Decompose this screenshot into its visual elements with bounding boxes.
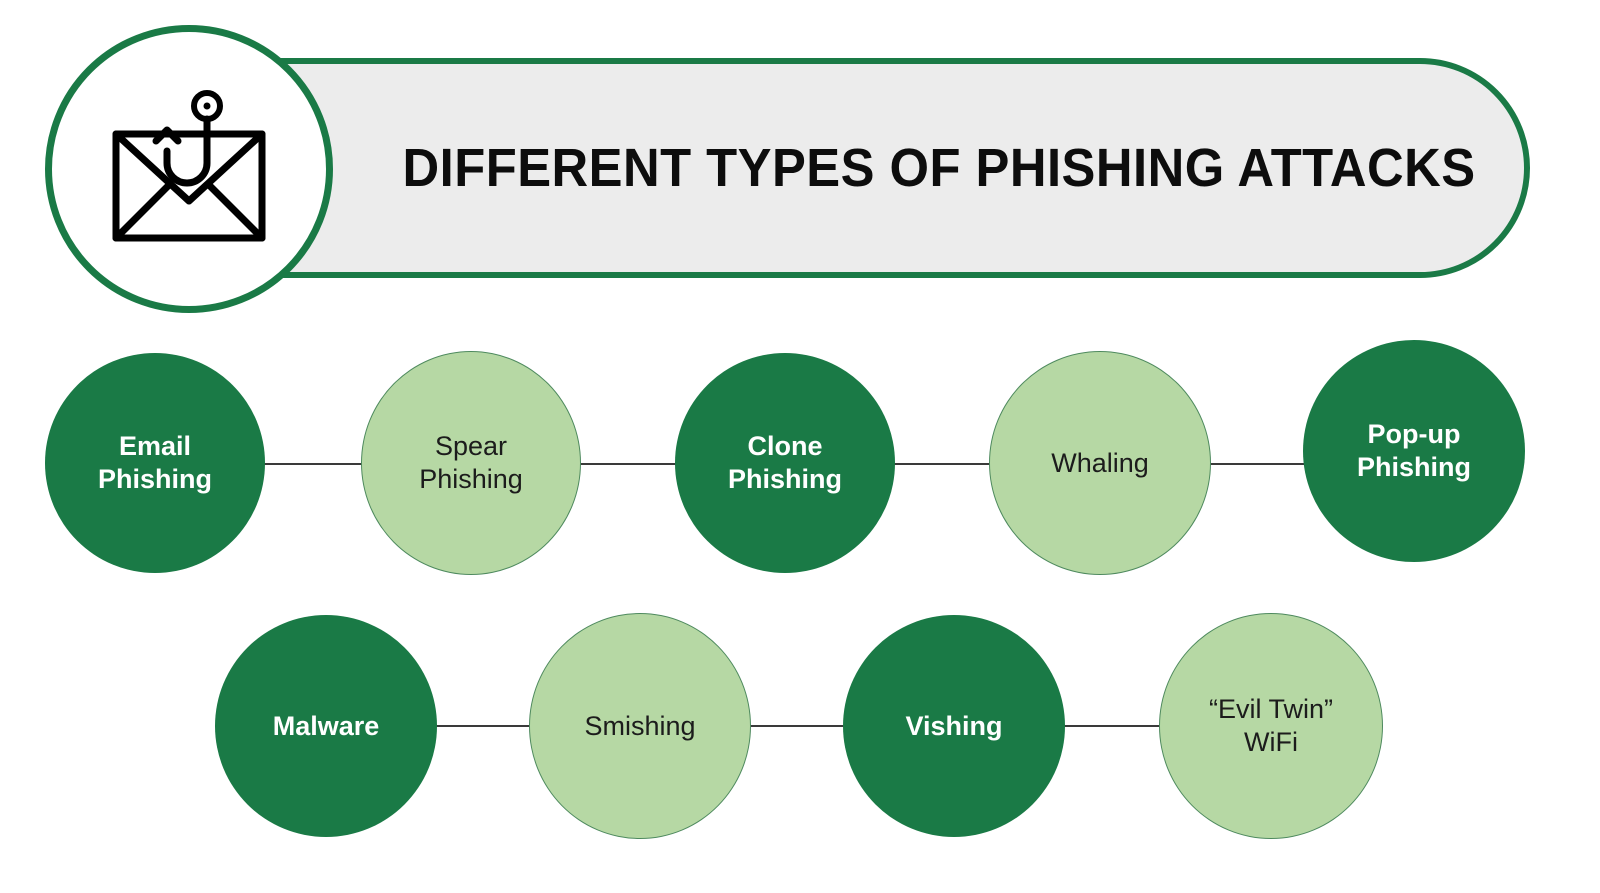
- node-whaling[interactable]: Whaling: [989, 351, 1211, 575]
- envelope-fishing-hook-icon: [104, 89, 274, 249]
- node-label-line1: “Evil Twin”: [1208, 694, 1334, 725]
- node-evil-twin-wifi[interactable]: “Evil Twin” WiFi: [1159, 613, 1383, 839]
- node-label-line2: WiFi: [1244, 727, 1298, 757]
- connector-row2-3: [1058, 725, 1168, 727]
- connector-row1-2: [572, 463, 682, 465]
- node-label-line2: Phishing: [1357, 452, 1471, 482]
- node-label-line1: Pop-up: [1367, 419, 1461, 450]
- connector-row2-2: [744, 725, 852, 727]
- node-label-line1: Whaling: [1051, 447, 1149, 478]
- node-label-line1: Malware: [272, 710, 380, 741]
- node-label-line1: Spear: [434, 431, 508, 462]
- node-label-line2: Phishing: [728, 464, 842, 494]
- connector-row1-4: [1200, 463, 1312, 465]
- node-clone-phishing[interactable]: Clone Phishing: [675, 353, 895, 573]
- node-label-line2: Phishing: [98, 464, 212, 494]
- node-label-line2: Phishing: [419, 464, 523, 494]
- connector-row1-1: [258, 463, 370, 465]
- node-spear-phishing[interactable]: Spear Phishing: [361, 351, 581, 575]
- node-email-phishing[interactable]: Email Phishing: [45, 353, 265, 573]
- node-smishing[interactable]: Smishing: [529, 613, 751, 839]
- node-label-line1: Clone: [747, 431, 823, 462]
- connector-row2-1: [432, 725, 538, 727]
- node-malware[interactable]: Malware: [215, 615, 437, 837]
- header-banner: DIFFERENT TYPES OF PHISHING ATTACKS: [170, 58, 1530, 278]
- node-label-line1: Smishing: [584, 710, 696, 741]
- connector-row1-3: [888, 463, 998, 465]
- node-label-line1: Vishing: [905, 710, 1003, 741]
- header-icon-badge: [45, 25, 333, 313]
- node-popup-phishing[interactable]: Pop-up Phishing: [1303, 340, 1525, 562]
- node-label-line1: Email: [118, 431, 192, 462]
- node-vishing[interactable]: Vishing: [843, 615, 1065, 837]
- page-title: DIFFERENT TYPES OF PHISHING ATTACKS: [402, 138, 1476, 198]
